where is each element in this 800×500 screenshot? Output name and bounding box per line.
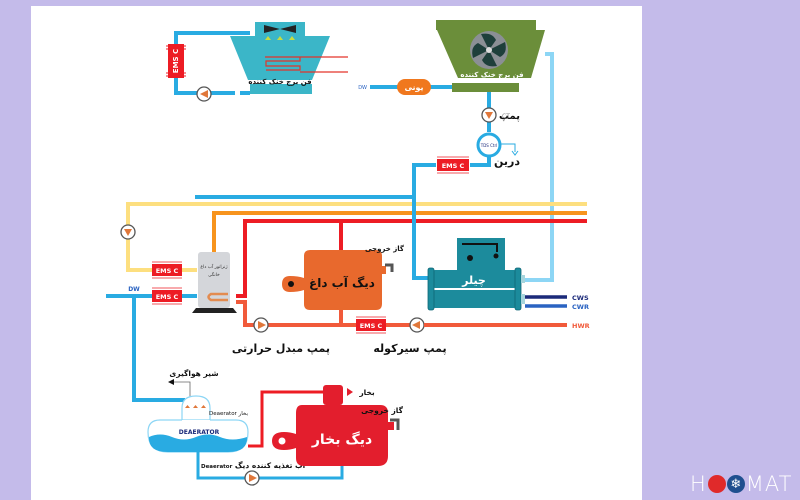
- tds-controller: TDS Ctrl درین: [476, 132, 520, 168]
- tds-label: TDS Ctrl: [480, 143, 497, 148]
- ems-label: EMS C: [172, 49, 180, 73]
- arrow-right-icon: [347, 388, 353, 396]
- deaerator-tank-label: DEAERATOR: [179, 429, 220, 436]
- steam-label: بخار: [358, 388, 375, 397]
- ct-pump: پمپ CT.: [481, 107, 520, 123]
- flue-gas-label: گاز خروجی: [365, 244, 405, 253]
- ems-c-tds: EMS C: [437, 156, 469, 174]
- feed-water-line: Deaerator آب تغذیه کننده دیگ: [196, 452, 344, 486]
- ems-c-left-tower: EMS C: [166, 44, 186, 78]
- ems-label: EMS C: [156, 267, 179, 275]
- cwr-label: CWR: [572, 303, 589, 311]
- spray-nozzles-icon: [265, 36, 295, 40]
- fan-icon: [470, 31, 508, 69]
- flue-pipe: [385, 263, 394, 272]
- dw-supply-line: DW: [106, 286, 197, 402]
- ct-pump-suffix: CT.: [502, 113, 511, 120]
- flue-pipe: [390, 418, 400, 430]
- hx-label-line2: خانگی: [208, 271, 220, 278]
- chiller-outputs: CWS CWR HWR: [525, 294, 590, 330]
- left-tower-pump: [196, 86, 212, 102]
- hoomat-logo: H ❄ MAT: [690, 472, 792, 496]
- chiller-label: چیلر: [461, 274, 486, 287]
- ems-c-hx-top: EMS C: [152, 261, 182, 279]
- ems-c-boiler: EMS C: [356, 316, 386, 334]
- dw-label: DW: [358, 85, 367, 91]
- hx-pump-label: پمپ مبدل حرارتی: [232, 342, 330, 355]
- softener-label: یونی: [404, 83, 423, 92]
- hx-return-line: [236, 300, 420, 327]
- left-cooling-tower: فن برج خنک کننده: [230, 22, 348, 94]
- pump-icon: [258, 321, 266, 329]
- ems-label: EMS C: [442, 162, 465, 170]
- hot-water-boiler: دیگ آب داغ گاز خروجی: [282, 244, 405, 325]
- pump-icon: [124, 229, 132, 236]
- chiller: چیلر: [412, 230, 525, 311]
- tower-label: فن برج خنک کننده: [248, 78, 312, 86]
- drain-label: درین: [494, 155, 520, 168]
- hot-water-boiler-label: دیگ آب داغ: [309, 275, 375, 290]
- pump-icon: [249, 474, 257, 482]
- ct-pump-label: پمپ: [499, 111, 520, 122]
- deaerator-steam-label: Deaerator بخار: [209, 411, 248, 417]
- flue-gas-label: گاز خروجی: [361, 406, 403, 415]
- ems-label: EMS C: [156, 293, 179, 301]
- spray-nozzles-icon: [185, 405, 206, 408]
- feed-water-label: آب تغذیه کننده دیگ: [235, 460, 306, 470]
- cws-label: CWS: [572, 294, 589, 302]
- vent-valve-label: شیر هواگیری: [169, 369, 218, 378]
- dw-label: DW: [128, 286, 140, 293]
- logo-letters-mat: MAT: [745, 472, 793, 496]
- arrow-left-icon: [168, 379, 174, 385]
- fan-icon: [264, 25, 296, 33]
- pump-icon: [412, 321, 420, 329]
- steam-boiler-label: دیگ بخار: [311, 431, 372, 448]
- right-tower-makeup-line: DW یونی: [358, 79, 452, 95]
- arrow-down-icon: [511, 150, 519, 156]
- hx-label-line1: ژنراتور آب داغ: [200, 264, 227, 270]
- pump-icon: [200, 90, 208, 98]
- ct-pump-line: [195, 92, 491, 199]
- feed-prefix-label: Deaerator: [201, 464, 233, 470]
- softener-unit: [397, 79, 431, 95]
- yellow-loop-pump: [120, 224, 136, 240]
- logo-snowflake-icon: ❄: [726, 475, 745, 493]
- circulation-pump-label: پمپ سیرکوله: [373, 342, 446, 355]
- deaerator: شیر هواگیری DEAERATOR Deaerator بخار: [147, 369, 323, 453]
- pump-icon: [485, 112, 493, 119]
- logo-flame-icon: [707, 475, 726, 493]
- right-cooling-tower: فن برج خنک کننده: [436, 20, 554, 282]
- hx-pump: پمپ مبدل حرارتی: [232, 317, 330, 355]
- ems-c-hx-bottom: EMS C: [152, 287, 182, 305]
- hwr-label: HWR: [572, 322, 590, 330]
- heat-exchanger: ژنراتور آب داغ خانگی: [192, 252, 237, 313]
- tower-label: فن برج خنک کننده: [460, 71, 524, 79]
- circulation-pump: پمپ سیرکوله: [373, 317, 447, 355]
- steam-boiler: دیگ بخار بخار گاز خروجی: [272, 385, 404, 466]
- ems-label: EMS C: [360, 322, 383, 330]
- logo-letter-h: H: [690, 472, 707, 496]
